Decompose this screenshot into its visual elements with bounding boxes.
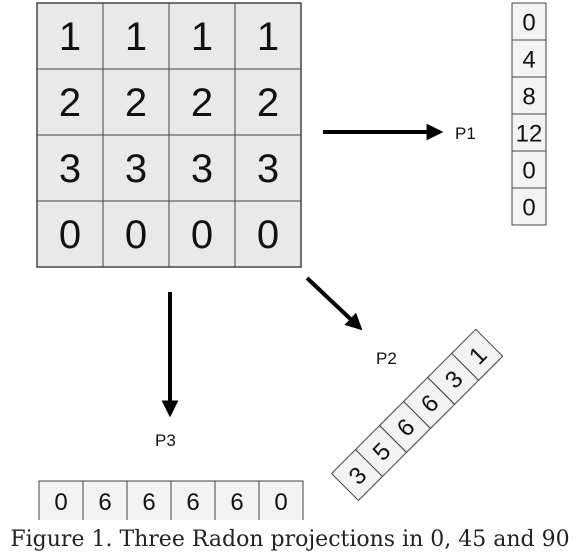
matrix-cell (102, 200, 170, 268)
p3-label: P3 (155, 431, 176, 450)
matrix-cell-value: 3 (257, 147, 279, 191)
p3-value: 0 (54, 489, 67, 516)
p3-value: 6 (98, 489, 111, 516)
matrix-cell-value: 2 (59, 81, 81, 125)
matrix-cell-value: 0 (59, 213, 81, 257)
projection-p1-vector: 0 4 8 12 0 0 (511, 2, 547, 226)
matrix-cell-value: 2 (191, 81, 213, 125)
p3-value: 6 (142, 489, 155, 516)
matrix-cell (234, 2, 302, 70)
matrix-cell-value: 1 (191, 15, 213, 59)
figure-caption: Figure 1. Three Radon projections in 0, … (10, 527, 570, 552)
p3-cell (170, 480, 216, 520)
p3-cell (126, 480, 172, 520)
p3-value: 0 (274, 489, 287, 516)
p1-value: 0 (522, 10, 535, 37)
p1-cell (511, 113, 547, 152)
matrix-cell (102, 134, 170, 202)
p1-value: 12 (516, 121, 543, 148)
matrix-cell (36, 2, 104, 70)
matrix-cell-value: 2 (257, 81, 279, 125)
p2-cell: 1 (451, 328, 504, 381)
matrix-cell (234, 200, 302, 268)
p3-value: 6 (186, 489, 199, 516)
matrix-cell-value: 0 (257, 213, 279, 257)
p2-cell: 5 (354, 424, 408, 478)
p1-value: 8 (522, 84, 535, 111)
matrix-cell-value: 2 (125, 81, 147, 125)
p2-cell: 6 (402, 376, 456, 430)
matrix-cell-value: 0 (125, 213, 147, 257)
p2-label: P2 (376, 349, 397, 368)
p3-cell (214, 480, 260, 520)
p1-value: 4 (522, 47, 535, 74)
matrix-cell-value: 3 (125, 147, 147, 191)
matrix-cell-value: 1 (59, 15, 81, 59)
p3-cell (82, 480, 128, 520)
p3-value: 6 (230, 489, 243, 516)
matrix-cell (234, 68, 302, 136)
matrix-cell-value: 3 (191, 147, 213, 191)
p1-label: P1 (455, 124, 476, 143)
matrix-border (36, 2, 302, 268)
p1-value: 0 (522, 158, 535, 185)
p1-cell (511, 187, 547, 226)
matrix-cell-value: 0 (191, 213, 213, 257)
matrix-cell (102, 2, 170, 70)
projection-p3-vector: 0 6 6 6 6 0 (38, 480, 304, 520)
matrix-cell-value: 1 (125, 15, 147, 59)
arrow-to-p2 (305, 276, 363, 331)
p1-value: 0 (522, 195, 535, 222)
p3-cell (258, 480, 304, 520)
p3-cell (38, 480, 84, 520)
matrix-cell (234, 134, 302, 202)
p1-cell (511, 2, 547, 41)
matrix-cell (102, 68, 170, 136)
matrix-cell-value: 3 (59, 147, 81, 191)
matrix-cell-value: 1 (257, 15, 279, 59)
